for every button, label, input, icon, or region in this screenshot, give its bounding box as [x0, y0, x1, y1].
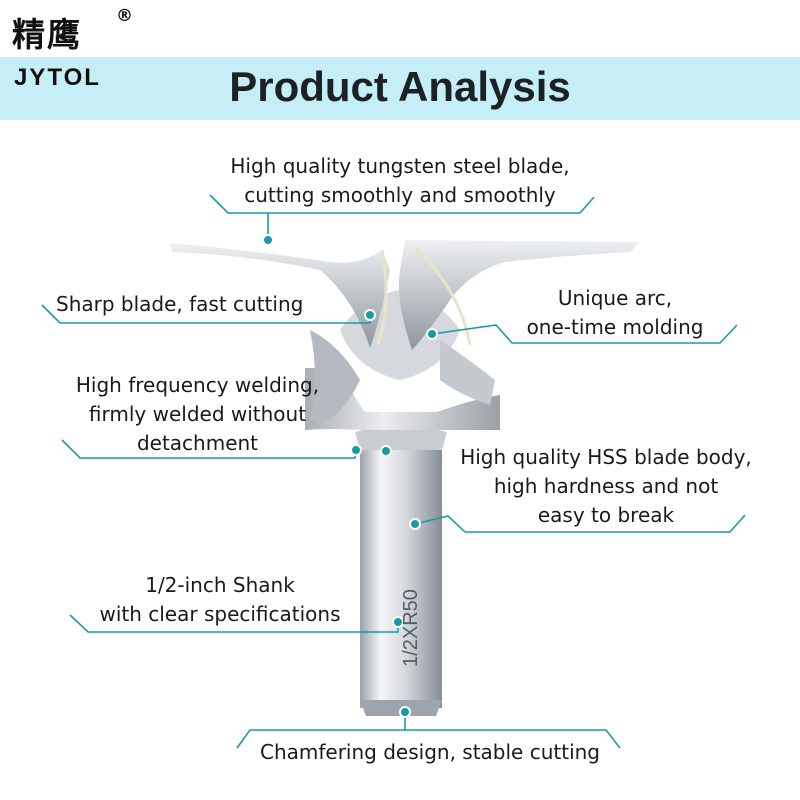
feature-label-welding: High frequency welding, firmly welded wi… [75, 373, 320, 455]
brand-logo-english: JYTOL [14, 64, 101, 91]
callout-dot-chamfer [399, 706, 411, 718]
feature-label-unique-arc: Unique arc, one-time molding [526, 286, 704, 339]
callout-line-chamfer [236, 729, 621, 749]
callout-dot-arc [426, 328, 438, 340]
callout-dot-shank [392, 616, 404, 628]
callout-dot-welding-2 [380, 445, 392, 457]
page-title: Product Analysis [229, 63, 571, 110]
callout-line-hss [414, 514, 746, 533]
callout-dot-welding [350, 444, 362, 456]
tungsten-blade [170, 240, 640, 420]
header-band [0, 57, 800, 120]
registered-mark: ® [116, 6, 133, 26]
callout-line-arc [431, 324, 738, 344]
feature-label-tungsten-blade: High quality tungsten steel blade, cutti… [230, 154, 570, 207]
callout-dot-hss [409, 518, 421, 530]
callout-dot-sharp [364, 309, 376, 321]
feature-label-sharp-blade: Sharp blade, fast cutting [56, 292, 304, 316]
shank-marking: 1/2XR50 [400, 589, 422, 667]
callout-line-tungsten [209, 194, 595, 214]
callout-dot-tungsten [262, 234, 274, 246]
feature-label-chamfering: Chamfering design, stable cutting [259, 740, 600, 764]
shank [355, 426, 447, 716]
feature-label-hss-body: High quality HSS blade body, high hardne… [460, 445, 752, 527]
brand-logo-chinese: 精鹰 [12, 15, 82, 54]
callout-dots [262, 234, 438, 718]
feature-label-shank: 1/2-inch Shank with clear specifications [99, 573, 341, 626]
